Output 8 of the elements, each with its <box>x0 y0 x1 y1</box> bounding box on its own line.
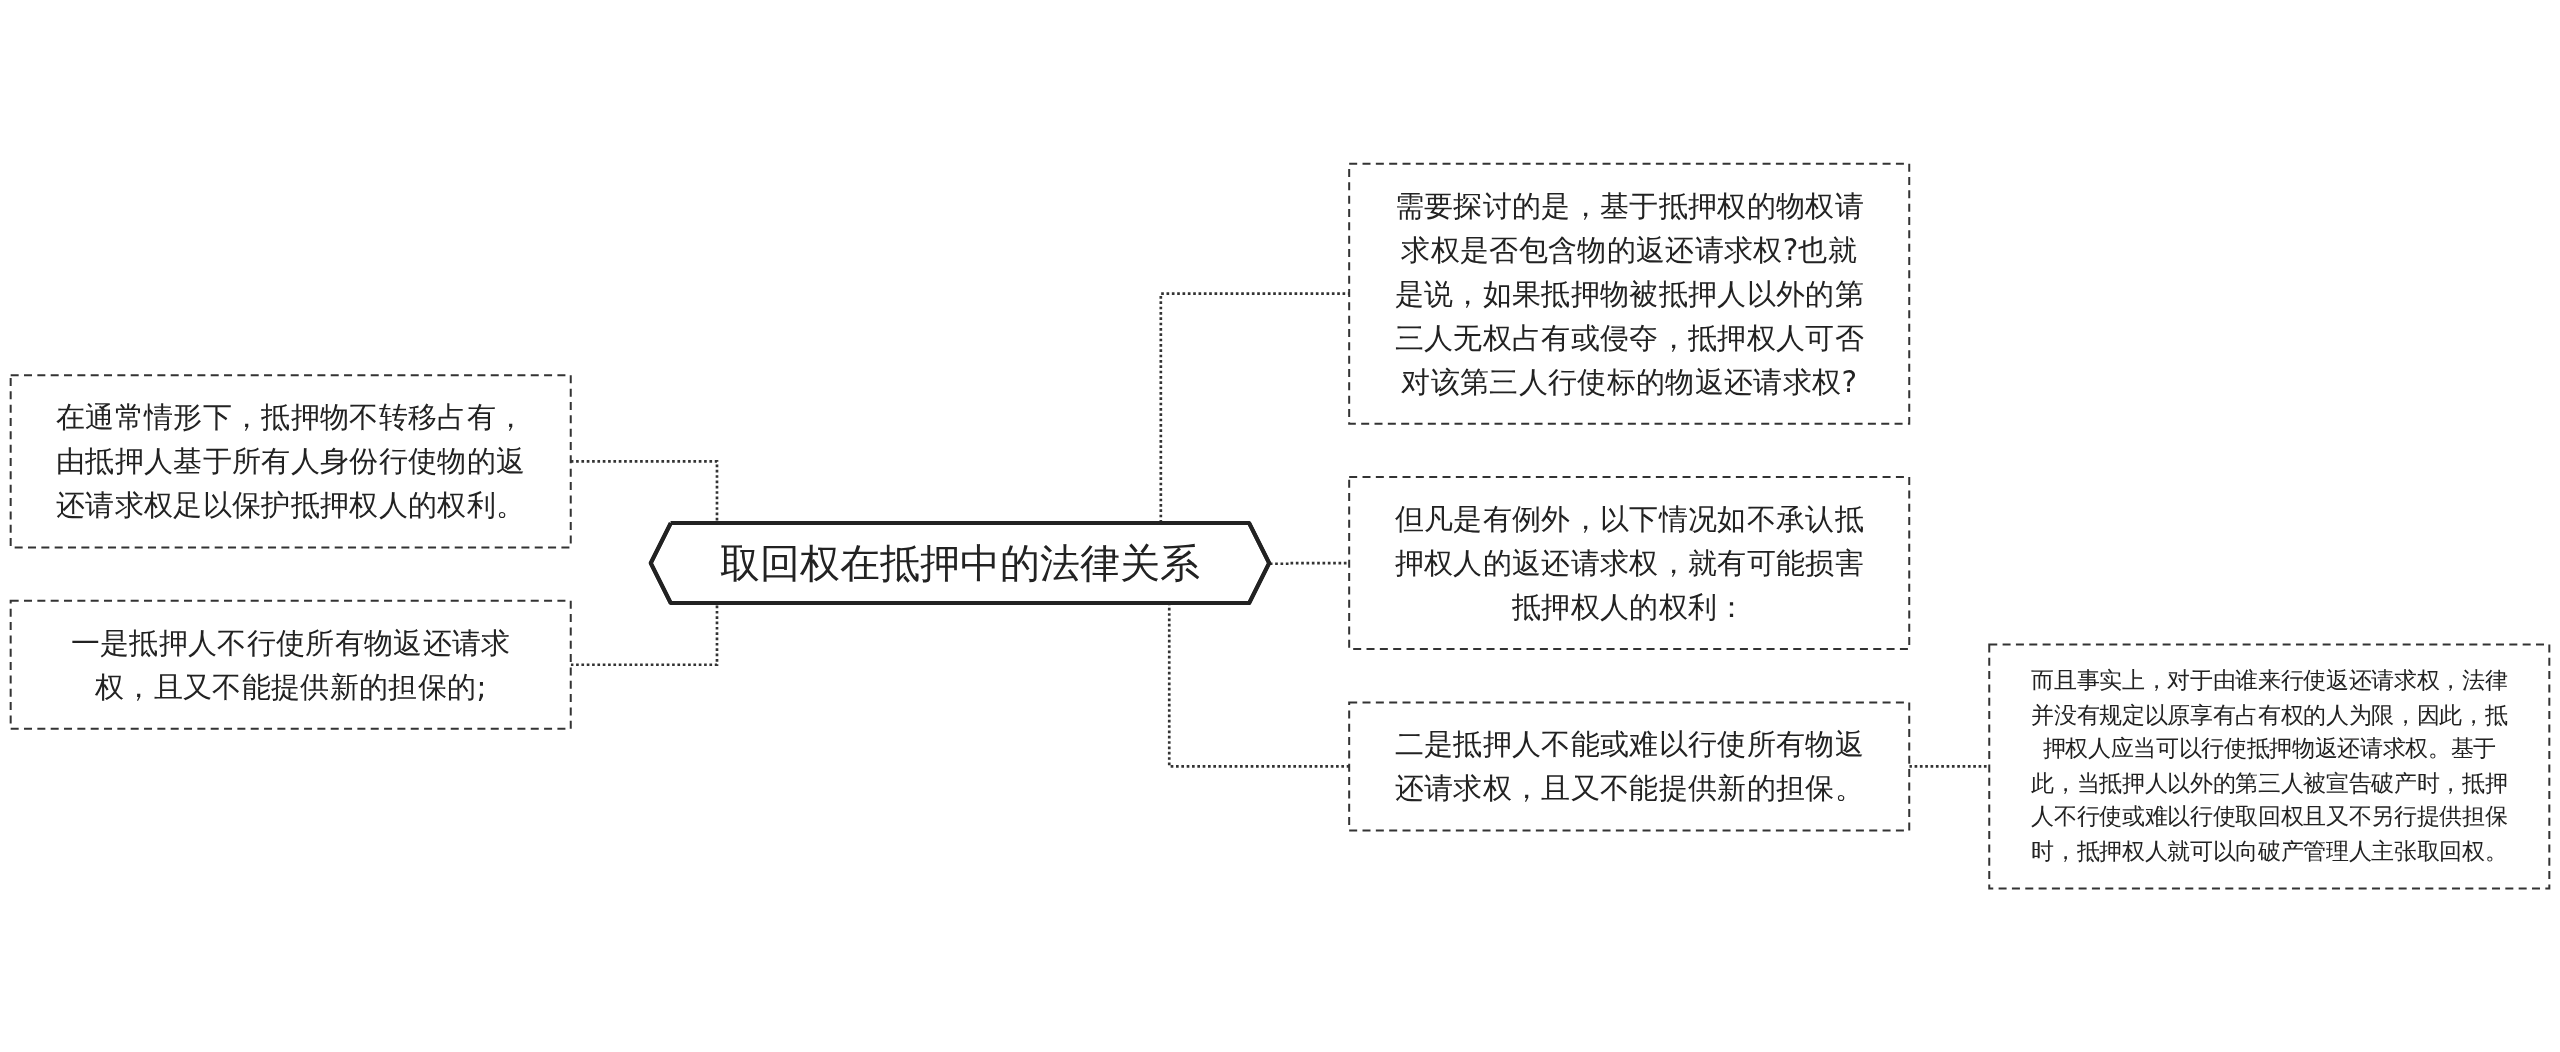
connector <box>1909 765 1990 768</box>
node-box: 在通常情形下，抵押物不转移占有，由抵押人基于所有人身份行使物的返还请求权足以保护抵押权人的权利。 <box>9 374 572 549</box>
node-box: 一是抵押人不行使所有物返还请求权，且又不能提供新的担保的; <box>9 599 572 730</box>
node-box: 需要探讨的是，基于抵押权的物权请求权是否包含物的返还请求权?也就是说，如果抵押物被抵押人以外的第三人无权占有或侵夺，抵押权人可否对该第三人行使标的物返还请求权? <box>1348 162 1911 425</box>
node-box: 而且事实上，对于由谁来行使返还请求权，法律并没有规定以原享有占有权的人为限，因此，抵押权人应当可以行使抵押物返还请求权。基于此，当抵押人以外的第三人被宣告破产时，抵押人不行使或难以行使取回权且又不另行提供担保时，抵押权人就可以向破产管理人主张取回权。 <box>1988 643 2551 890</box>
connector <box>1269 561 1350 565</box>
node-box: 但凡是有例外，以下情况如不承认抵押权人的返还请求权，就有可能损害抵押权人的权利： <box>1348 476 1911 650</box>
node-box: 二是抵押人不能或难以行使所有物返还请求权，且又不能提供新的担保。 <box>1348 701 1911 832</box>
